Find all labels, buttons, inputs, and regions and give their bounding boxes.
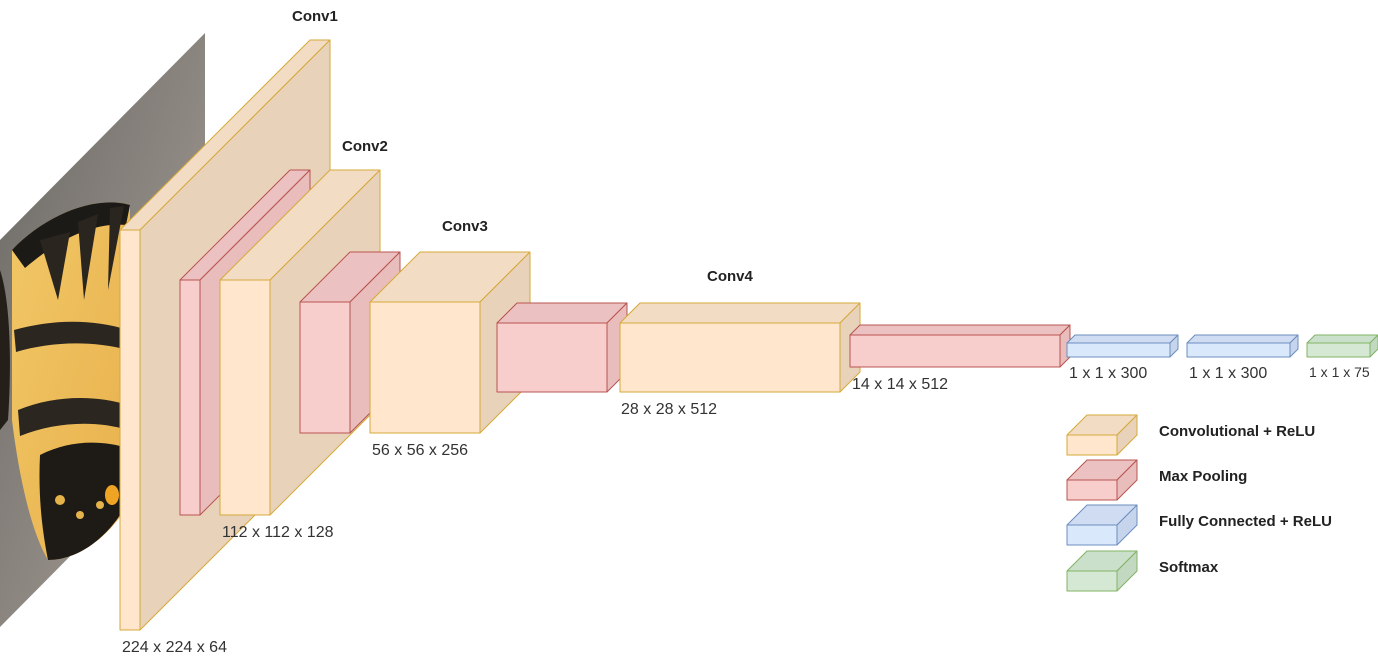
conv3-pool-block-front [299,301,351,434]
conv4-block-front [619,322,841,393]
legend-swatch-pool-front [1066,479,1118,501]
legend-swatch-pool [1066,459,1138,501]
conv3-dims: 56 x 56 x 256 [372,442,468,459]
conv1-title: Conv1 [292,8,338,25]
legend-swatches [1066,414,1138,592]
legend-label-pool: Max Pooling [1159,468,1247,485]
softmax-block-top [1306,334,1378,344]
fc2-dims: 1 x 1 x 300 [1189,365,1267,382]
conv3-block-front [369,301,481,434]
legend-swatch-conv [1066,414,1138,456]
conv4-pool-block-top [496,302,628,324]
conv4-title: Conv4 [707,268,754,285]
layer-blocks [119,39,1378,631]
legend-swatch-softmax [1066,550,1138,592]
conv4-pool-block [496,302,628,393]
conv2-block-front [219,279,271,516]
fc1-dims: 1 x 1 x 300 [1069,365,1147,382]
conv1-dims: 224 x 224 x 64 [122,639,227,656]
conv2-dims: 112 x 112 x 128 [222,524,334,541]
pool4-block [849,324,1071,368]
legend-label-softmax: Softmax [1159,559,1219,576]
fc2-block [1186,334,1299,358]
fc2-block-top [1186,334,1299,344]
legend-label-conv: Convolutional + ReLU [1159,423,1315,440]
legend-swatch-fc-front [1066,524,1118,546]
butterfly-photo-icon [0,202,130,560]
legend-swatch-fc [1066,504,1138,546]
legend-swatch-softmax-front [1066,570,1118,592]
pool4-block-top [849,324,1071,336]
softmax-block [1306,334,1378,358]
conv4-block [619,302,861,393]
fc1-block-top [1066,334,1179,344]
pool4-dims: 14 x 14 x 512 [852,376,948,393]
input-image [0,33,205,627]
conv4-block-top [619,302,861,324]
fc2-block-front [1186,342,1291,358]
conv4-pool-block-front [496,322,608,393]
conv3-title: Conv3 [442,218,488,235]
conv4-dims: 28 x 28 x 512 [621,401,717,418]
conv2-title: Conv2 [342,138,388,155]
legend-swatch-conv-front [1066,434,1118,456]
conv1-block-front [119,229,141,631]
softmax-block-front [1306,342,1371,358]
fc1-block-front [1066,342,1171,358]
conv2-pool-block-front [179,279,201,516]
legend: Convolutional + ReLU Max Pooling Fully C… [1066,414,1332,592]
legend-label-fc: Fully Connected + ReLU [1159,513,1332,530]
pool4-block-front [849,334,1061,368]
softmax-dims: 1 x 1 x 75 [1309,364,1370,380]
fc1-block [1066,334,1179,358]
